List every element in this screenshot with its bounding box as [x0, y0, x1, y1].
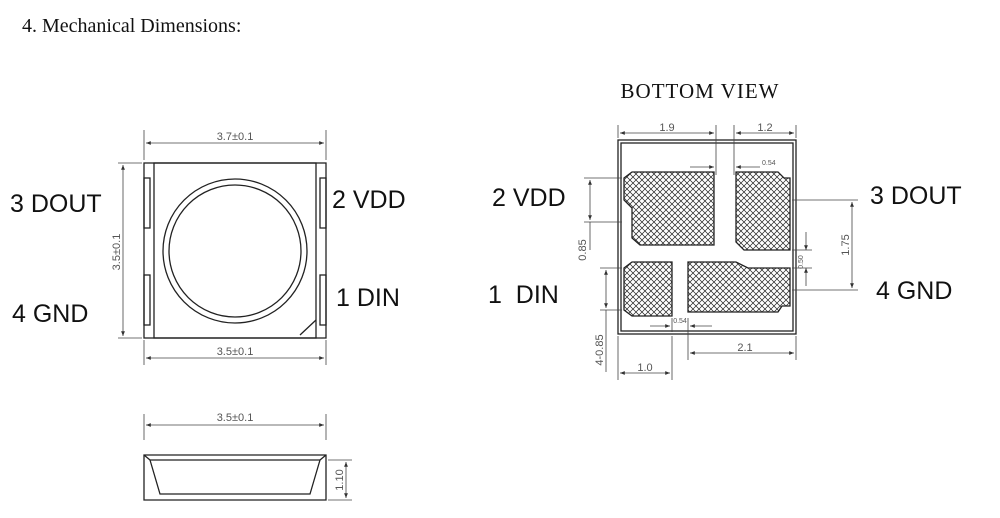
dim-left-pad-width: 1.9	[659, 122, 674, 134]
pad-vdd	[623, 171, 715, 246]
bottom-view: BOTTOM VIEW 1.9 1.2 0.54 0.85 4-0.85	[488, 79, 962, 380]
side-width-dimension: 3.5±0.1	[217, 412, 254, 424]
lens-outer-circle	[162, 178, 308, 324]
side-profile-outline	[143, 454, 327, 501]
dim-gap-top: 0.54	[762, 160, 776, 167]
pin-label-vdd: 2 VDD	[332, 186, 406, 214]
dim-left-lower-height: 4-0.85	[594, 334, 606, 365]
pad-dout	[735, 171, 791, 251]
bottom-pin-label-dout: 3 DOUT	[870, 182, 962, 210]
section-heading: 4. Mechanical Dimensions:	[22, 15, 241, 37]
bottom-width-dimension: 3.5±0.1	[217, 346, 254, 358]
bottom-view-title: BOTTOM VIEW	[621, 79, 780, 103]
pin1-marker	[299, 319, 317, 336]
dim-right-height: 1.75	[840, 234, 852, 255]
top-view: 3.7±0.1 3.5±0.1 3.5±0.1 3 DOUT 4 GND 2 V…	[10, 130, 406, 365]
pin-label-dout: 3 DOUT	[10, 190, 102, 218]
pad-gnd	[687, 261, 791, 313]
top-height-dimension: 3.5±0.1	[111, 234, 123, 271]
pin-label-gnd: 4 GND	[12, 300, 88, 328]
dim-right-pad-width: 1.2	[757, 122, 772, 134]
bottom-package-outline	[617, 139, 797, 335]
dim-bottom-left: 1.0	[637, 362, 652, 374]
pin-label-din: 1 DIN	[336, 284, 400, 312]
side-view: 3.5±0.1 1.10	[143, 412, 352, 501]
side-height-dimension: 1.10	[334, 469, 346, 490]
dim-bottom-right: 2.1	[737, 342, 752, 354]
package-outline	[143, 162, 327, 339]
bottom-pin-label-din: 1 DIN	[488, 281, 559, 309]
bottom-pin-label-gnd: 4 GND	[876, 277, 952, 305]
dim-gap-bottom: 0.54	[673, 318, 687, 325]
bottom-pin-label-vdd: 2 VDD	[492, 184, 566, 212]
lens-inner-circle	[168, 184, 302, 318]
dim-left-height: 0.85	[577, 239, 589, 260]
dim-gap-right: 0.50	[798, 255, 805, 269]
pad-din	[623, 261, 673, 317]
top-width-dimension: 3.7±0.1	[217, 131, 254, 143]
